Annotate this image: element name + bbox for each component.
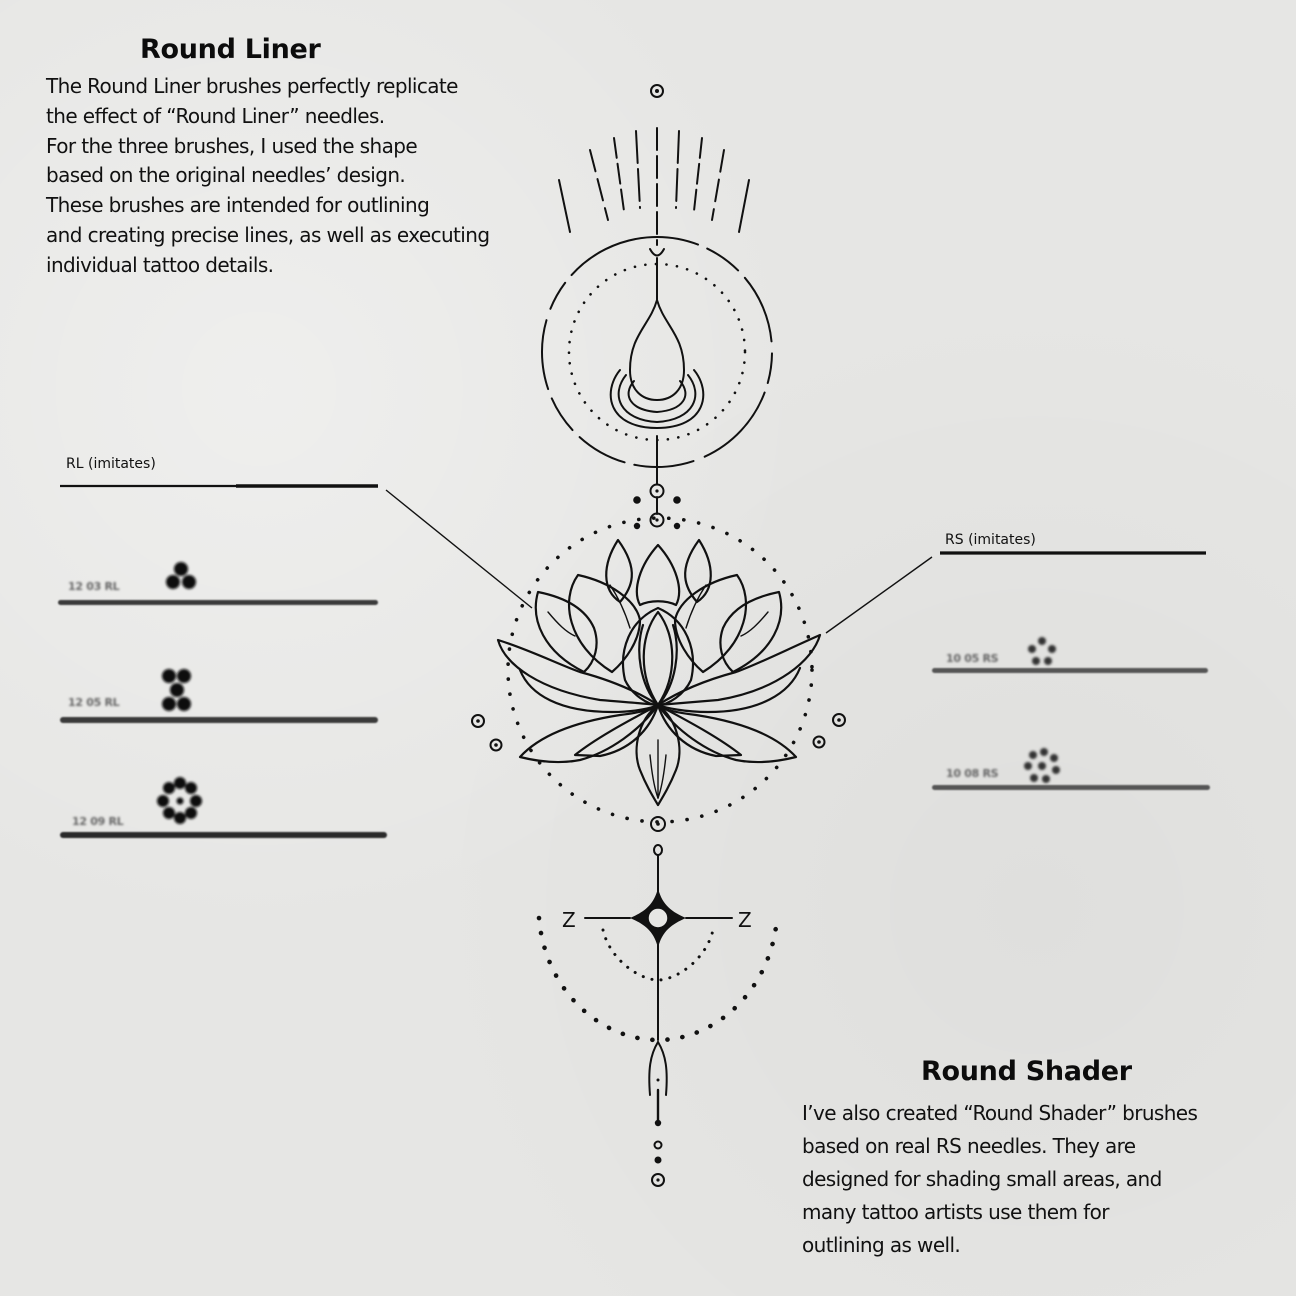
text-line: designed for shading small areas, and xyxy=(802,1167,1162,1191)
brush-stroke-rs-1005 xyxy=(932,668,1208,673)
water-drop xyxy=(628,296,686,402)
needle-icon-rs-1005 xyxy=(1028,637,1056,665)
side-circle-icons xyxy=(471,713,846,752)
rs-callout-label: RS (imitates) xyxy=(945,532,1036,548)
crescent-icon xyxy=(649,248,665,257)
text-line: outlining as well. xyxy=(802,1233,961,1257)
stem-circle-icon xyxy=(649,483,665,528)
text-line: based on real RS needles. They are xyxy=(802,1134,1136,1158)
text-line: These brushes are intended for outlining xyxy=(46,193,430,218)
top-dot-circle-icon xyxy=(650,84,664,98)
round-liner-title: Round Liner xyxy=(140,34,321,65)
round-shader-description: I’ve also created “Round Shader” brushes… xyxy=(802,1097,1198,1262)
needle-icon-rl-1205 xyxy=(162,669,191,711)
needle-icon-rs-1008 xyxy=(1024,748,1060,783)
brush-label-rs-1005: 10 05 RS xyxy=(946,652,999,665)
text-line: I’ve also created “Round Shader” brushes xyxy=(802,1101,1198,1125)
brush-label-rs-1008: 10 08 RS xyxy=(946,767,999,780)
brush-stroke-rl-1209 xyxy=(60,832,387,838)
needle-icon-rl-1203 xyxy=(166,562,196,589)
tail-ornament xyxy=(648,1041,668,1187)
four-point-star-icon xyxy=(584,888,733,948)
text-line: the effect of “Round Liner” needles. xyxy=(46,103,385,128)
brush-label-rl-1203: 12 03 RL xyxy=(68,580,120,593)
brush-stroke-rl-1203 xyxy=(58,600,378,605)
text-line: many tattoo artists use them for xyxy=(802,1200,1109,1224)
side-dots xyxy=(633,496,681,530)
letter-z-right: Z xyxy=(738,908,752,932)
brush-label-rl-1209: 12 09 RL xyxy=(72,815,124,828)
lotus-dotted-ring xyxy=(506,516,814,824)
ripple-rings xyxy=(609,369,705,430)
inner-dotted-arc xyxy=(601,928,715,982)
brush-stroke-rl-1205 xyxy=(60,717,378,723)
rs-callout-line xyxy=(825,551,1206,634)
outer-broken-circle xyxy=(541,236,773,468)
rl-callout-line xyxy=(60,484,533,609)
round-shader-title: Round Shader xyxy=(921,1056,1132,1087)
radiating-rays xyxy=(558,127,750,246)
round-liner-description: The Round Liner brushes perfectly replic… xyxy=(46,72,490,281)
needle-icon-rl-1209 xyxy=(157,777,202,824)
text-line: For the three brushes, I used the shape xyxy=(46,133,418,158)
text-line: and creating precise lines, as well as e… xyxy=(46,222,490,247)
rl-callout-label: RL (imitates) xyxy=(66,456,156,472)
letter-z-left: Z xyxy=(562,908,576,932)
text-line: based on the original needles’ design. xyxy=(46,163,406,188)
brush-stroke-rs-1008 xyxy=(932,785,1210,790)
text-line: individual tattoo details. xyxy=(46,252,274,277)
lotus-flower xyxy=(496,538,822,807)
text-line: The Round Liner brushes perfectly replic… xyxy=(46,74,458,98)
brush-label-rl-1205: 12 05 RL xyxy=(68,696,120,709)
